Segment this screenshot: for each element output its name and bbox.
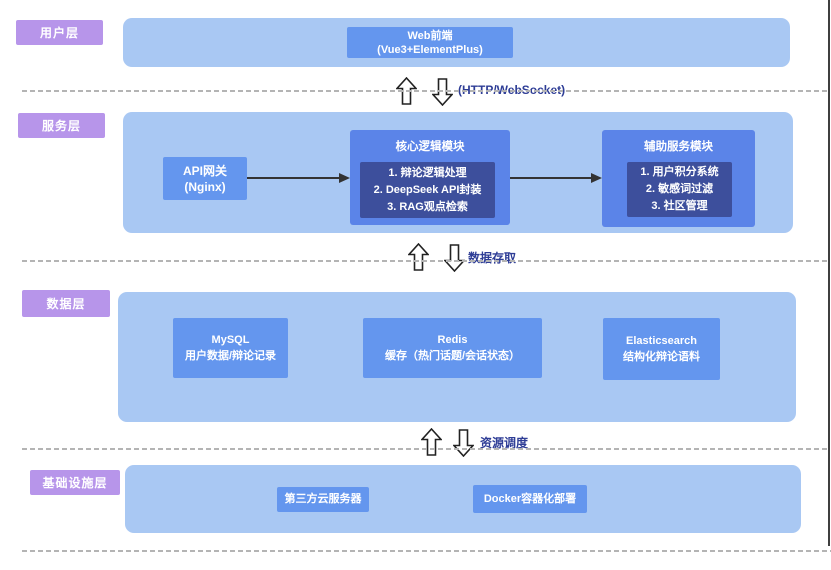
down-arrow-icon: [432, 78, 453, 106]
web-frontend-subtitle: (Vue3+ElementPlus): [377, 43, 483, 56]
layer-divider: [22, 550, 831, 552]
redis-title: Redis: [437, 334, 468, 346]
list-item: 1. 辩论逻辑处理: [388, 166, 467, 179]
layer-label-data: 数据层: [22, 290, 110, 317]
elasticsearch-title: Elasticsearch: [626, 335, 697, 347]
elasticsearch-box: Elasticsearch 结构化辩论语料: [603, 318, 720, 380]
cloud-server-box: 第三方云服务器: [277, 487, 369, 512]
up-arrow-icon: [408, 243, 429, 271]
window-edge-line: [828, 0, 830, 546]
redis-subtitle: 缓存（热门话题/会话状态）: [384, 350, 521, 362]
layer-divider: [22, 90, 828, 92]
flow-label-data-access: 数据存取: [468, 251, 517, 265]
docker-label: Docker容器化部署: [483, 492, 577, 505]
core-logic-item-list: 1. 辩论逻辑处理 2. DeepSeek API封装 3. RAG观点检索: [360, 162, 495, 218]
aux-service-item-list: 1. 用户积分系统 2. 敏感词过滤 3. 社区管理: [627, 162, 732, 217]
down-arrow-icon: [444, 244, 465, 272]
list-item: 2. DeepSeek API封装: [373, 183, 482, 196]
infra-layer-band: [125, 465, 801, 533]
layer-divider: [22, 448, 828, 450]
arrow-core-to-aux: [510, 177, 592, 179]
mysql-subtitle: 用户数据/辩论记录: [184, 350, 277, 362]
redis-box: Redis 缓存（热门话题/会话状态）: [363, 318, 542, 378]
elasticsearch-subtitle: 结构化辩论语料: [623, 351, 700, 363]
list-item: 2. 敏感词过滤: [645, 183, 714, 195]
arrow-core-to-aux-head: [591, 173, 602, 183]
api-gateway-subtitle: (Nginx): [184, 179, 226, 194]
layer-label-user: 用户层: [16, 20, 103, 45]
layer-divider: [22, 260, 828, 262]
core-logic-module-title: 核心逻辑模块: [395, 141, 465, 153]
arrow-api-to-core-head: [339, 173, 350, 183]
mysql-title: MySQL: [211, 334, 250, 346]
up-arrow-icon: [421, 428, 442, 456]
flow-label-resource: 资源调度: [480, 436, 529, 450]
api-gateway-box: API网关 (Nginx): [163, 157, 247, 200]
list-item: 1. 用户积分系统: [640, 166, 719, 178]
web-frontend-title: Web前端: [407, 29, 453, 42]
core-logic-module: 核心逻辑模块 1. 辩论逻辑处理 2. DeepSeek API封装 3. RA…: [350, 130, 510, 225]
mysql-box: MySQL 用户数据/辩论记录: [173, 318, 288, 378]
list-item: 3. RAG观点检索: [387, 200, 468, 213]
layer-label-infra: 基础设施层: [30, 470, 120, 495]
api-gateway-title: API网关: [182, 163, 227, 178]
aux-service-module: 辅助服务模块 1. 用户积分系统 2. 敏感词过滤 3. 社区管理: [602, 130, 755, 227]
arrow-api-to-core: [247, 177, 340, 179]
cloud-server-label: 第三方云服务器: [284, 493, 362, 505]
layer-label-service: 服务层: [18, 113, 105, 138]
web-frontend-box: Web前端 (Vue3+ElementPlus): [347, 27, 513, 58]
aux-service-module-title: 辅助服务模块: [644, 141, 713, 153]
list-item: 3. 社区管理: [651, 200, 708, 212]
docker-box: Docker容器化部署: [473, 485, 587, 513]
down-arrow-icon: [453, 429, 474, 457]
